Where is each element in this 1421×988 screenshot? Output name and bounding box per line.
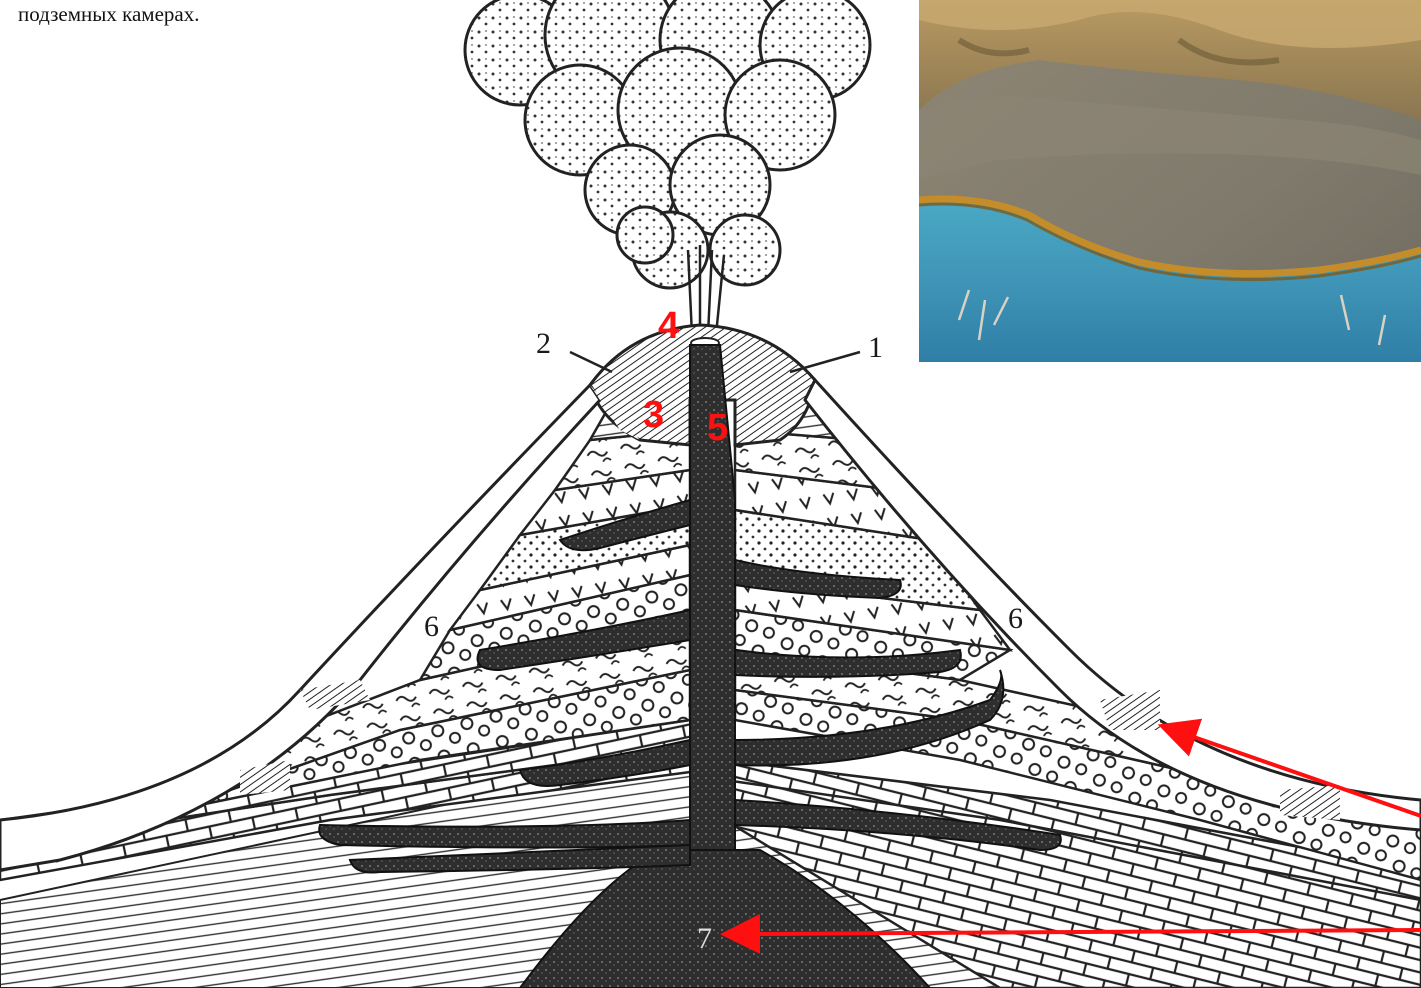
overlay-label-5: 5: [707, 407, 728, 449]
label-6-left: 6: [424, 610, 439, 643]
label-6-right: 6: [1008, 602, 1023, 635]
label-7: 7: [697, 922, 712, 955]
label-1: 1: [868, 331, 883, 364]
overlay-label-4: 4: [658, 305, 679, 347]
overlay-label-3: 3: [643, 394, 664, 436]
leader-line-1: [790, 352, 860, 372]
leader-line-2: [570, 352, 612, 372]
eruption-cloud: [465, 0, 870, 335]
crater-lake-photo: [919, 0, 1421, 362]
label-2: 2: [536, 327, 551, 360]
